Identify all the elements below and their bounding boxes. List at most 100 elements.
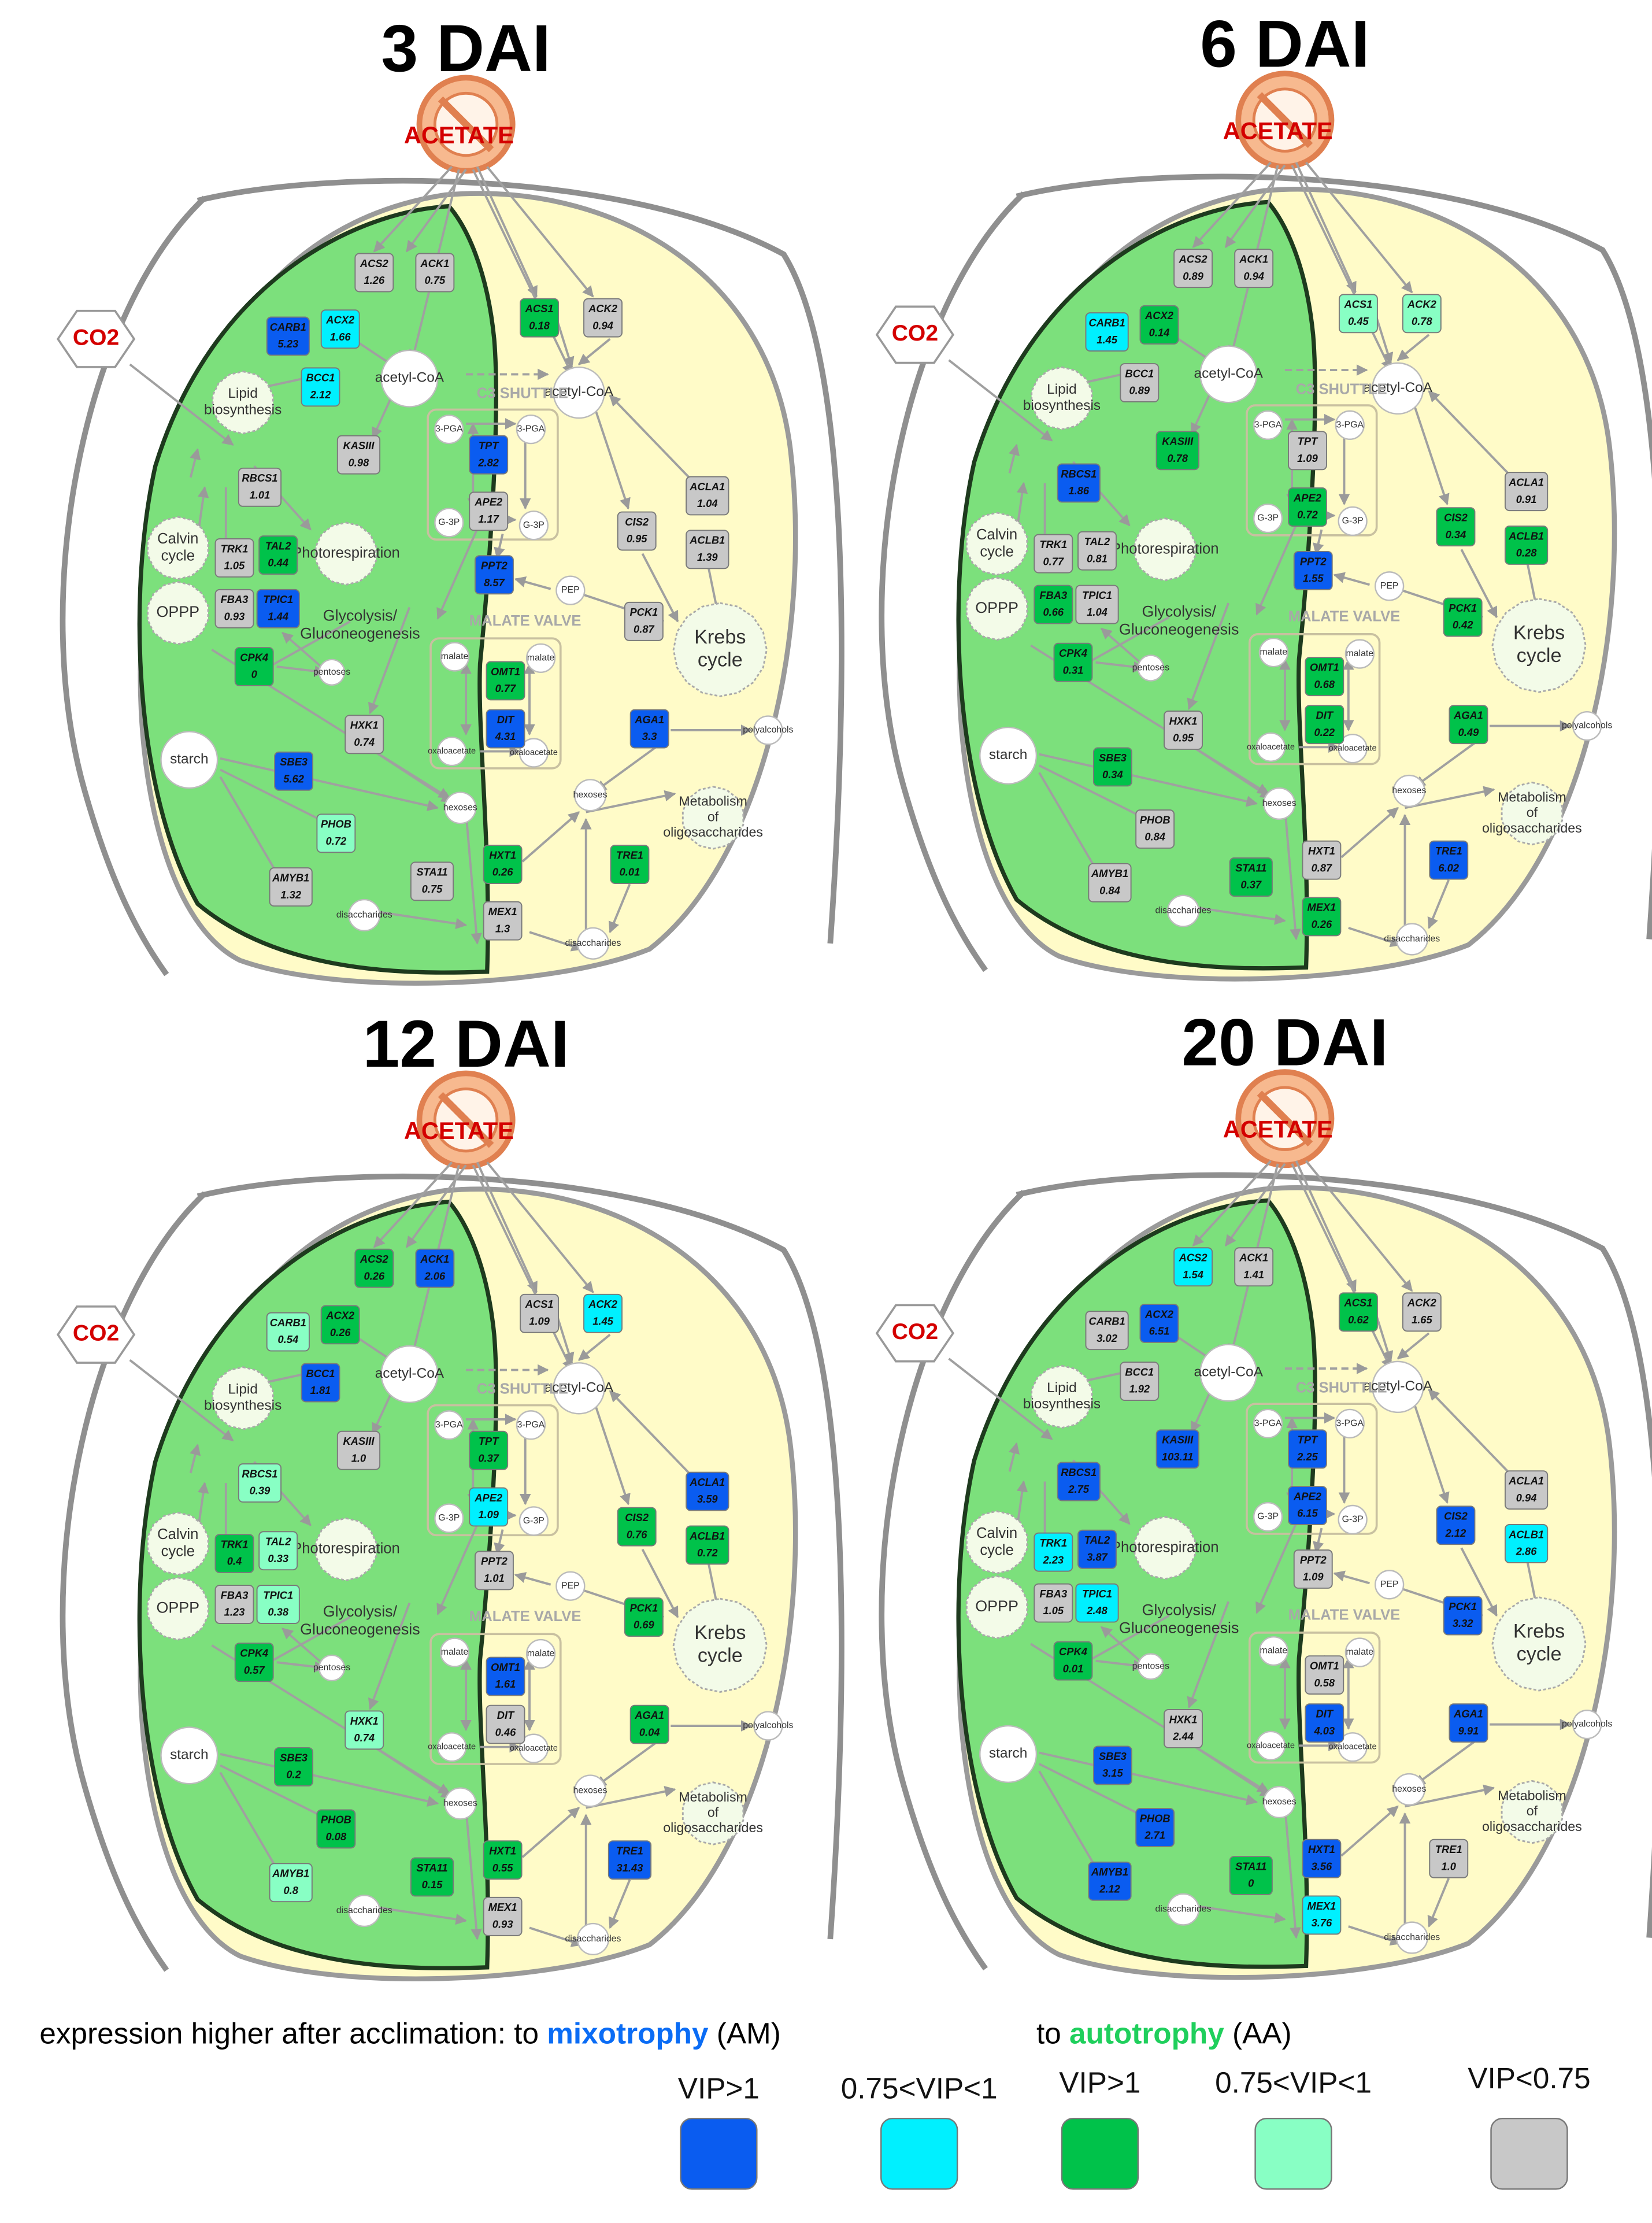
gene-name: PPT2 [1300, 1553, 1327, 1566]
c3-shuttle-label: C3 SHUTTLE [477, 1381, 568, 1397]
gene-vip-value: 0.34 [1446, 528, 1466, 541]
gene-fill [629, 709, 669, 749]
gene-fill [1504, 1524, 1549, 1563]
gene-fill [1302, 1895, 1342, 1935]
g3p-chloroplast-node [1253, 1501, 1283, 1532]
gene-name: TRE1 [616, 849, 643, 861]
acetyl-coa-cytosol-label: acetyl-CoA [1364, 1378, 1433, 1394]
g3p-cytosol-node [518, 511, 549, 541]
hexoses-cytosol-node [573, 1774, 607, 1807]
legend-item-label: 0.75<VIP<1 [1215, 2066, 1372, 2099]
g3p-cytosol-node [1338, 506, 1368, 537]
pep-label: PEP [561, 1581, 580, 1591]
gene-fill [410, 861, 454, 901]
malate-valve-label: MALATE VALVE [1288, 608, 1401, 624]
gene-fill [316, 1809, 356, 1849]
gene-vip-value: 0 [251, 668, 257, 680]
panel-title: 6 DAI [1200, 8, 1369, 82]
malate-cytosol-node [525, 1638, 556, 1669]
gene-vip-value: 1.17 [478, 513, 499, 525]
legend-swatch-aa_mid [1254, 2117, 1332, 2190]
legend-swatch-low [1490, 2117, 1568, 2190]
gene-name: TPT [1298, 435, 1318, 447]
gene-vip-value: 5.23 [277, 338, 298, 350]
gene-name: AGA1 [1453, 709, 1483, 721]
flux-arrow [1100, 1626, 1147, 1667]
pga-chloroplast-node [434, 415, 464, 445]
glycolysis-label: Glycolysis/Gluconeogenesis [1119, 603, 1239, 638]
g3p-cytosol-label: G-3P [523, 520, 545, 530]
gene-name: SBE3 [1099, 752, 1127, 764]
gene-fill [1057, 463, 1101, 503]
pga-cytosol-label: 3-PGA [517, 424, 545, 434]
g3p-chloroplast-label: G-3P [1257, 1512, 1279, 1522]
gene-name: ACS1 [1343, 298, 1372, 310]
gene-fill [1402, 294, 1442, 334]
oxaloacetate-chloroplast-node [437, 1732, 467, 1762]
gene-name: MEX1 [1307, 1900, 1336, 1912]
flux-arrow [1039, 1751, 1258, 1806]
co2-label: CO2 [73, 326, 119, 350]
gene-name: KASIII [343, 439, 375, 452]
gene-fill [1088, 863, 1132, 902]
gene-name: TPIC1 [263, 593, 293, 605]
legend-item-label: VIP<0.75 [1468, 2062, 1590, 2095]
flux-arrow [220, 757, 439, 811]
gene-name: STA11 [416, 1862, 447, 1874]
cell-wall-right [197, 1173, 844, 1940]
gene-name: PHOB [321, 1814, 351, 1826]
oxaloacetate-chloroplast-label: oxaloacetate [1247, 742, 1295, 752]
gene-fill [256, 1585, 300, 1624]
gene-fill [266, 1312, 310, 1352]
flux-arrow [1405, 1784, 1495, 1808]
glycolysis-label: Glycolysis/Gluconeogenesis [300, 1603, 420, 1638]
flux-arrow [1255, 1516, 1301, 1614]
gene-name: OMT1 [1310, 1659, 1339, 1671]
gene-fill [1075, 585, 1119, 624]
flux-arrow [1428, 390, 1509, 474]
gene-name: DIT [1316, 1707, 1334, 1719]
gene-vip-value: 2.82 [477, 456, 499, 468]
gene-fill [469, 435, 509, 475]
malate-cytosol-node [1344, 1637, 1375, 1667]
malate-cytosol-label: malate [527, 653, 555, 663]
flux-arrow [476, 166, 538, 298]
panel-title: 12 DAI [362, 1007, 569, 1081]
disaccharides-cytosol-node [1395, 1921, 1428, 1954]
gene-fill [469, 1430, 509, 1470]
gene-name: PCK1 [1449, 1600, 1477, 1612]
malate-cytosol-node [525, 643, 556, 674]
gene-fill [238, 467, 282, 507]
gene-vip-value: 0.2 [286, 1768, 301, 1780]
flux-arrow [1405, 786, 1495, 809]
cell-wall-right [197, 177, 844, 944]
malate-chloroplast-label: malate [1260, 648, 1288, 657]
gene-name: ACLA1 [689, 1476, 725, 1488]
polyalcohols-label: polyalcohols [743, 1721, 793, 1730]
gene-name: MEX1 [488, 1901, 517, 1913]
gene-name: ACS1 [525, 302, 554, 315]
gene-name: BCC1 [306, 1367, 335, 1379]
gene-vip-value: 0.55 [492, 1862, 513, 1874]
gene-vip-value: 9.91 [1458, 1725, 1479, 1737]
